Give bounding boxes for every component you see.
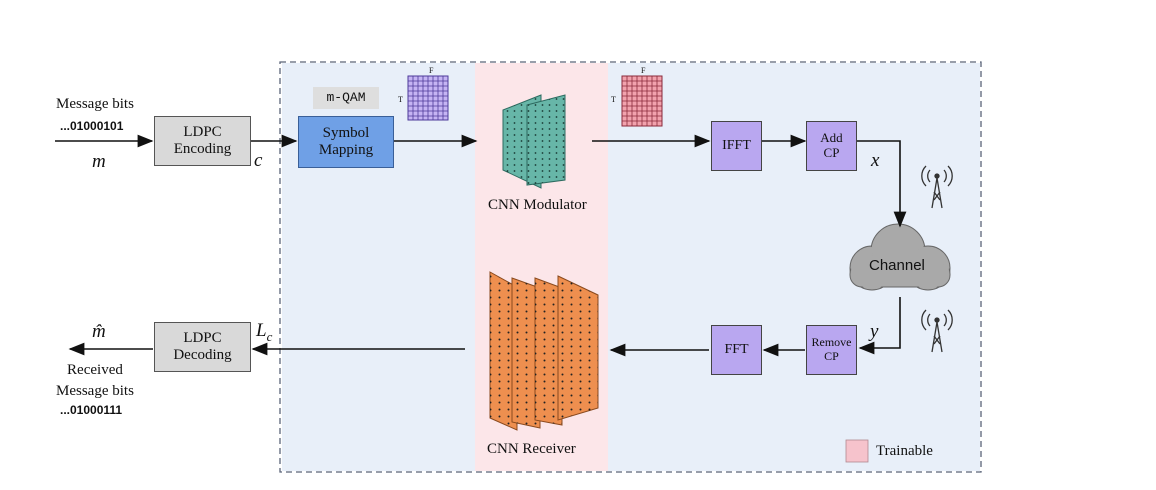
llr-lc-main: L (256, 320, 267, 341)
cnn-receiver-label: CNN Receiver (487, 441, 576, 457)
resource-grid-purple (407, 75, 449, 121)
received-label: Received Message bits (56, 362, 134, 399)
ifft-block: IFFT (711, 121, 762, 171)
codeword-c: c (254, 150, 263, 171)
grid-f-label-purple: F (429, 66, 434, 75)
tx-antenna-icon (921, 165, 953, 209)
cnn-modulator-layers (502, 94, 566, 189)
grid-t-label-purple: T (398, 95, 403, 104)
qam-label: m-QAM (313, 87, 379, 109)
fft-block: FFT (711, 325, 762, 375)
message-bits-label: Message bits (56, 96, 134, 112)
cnn-modulator-label: CNN Modulator (488, 197, 587, 213)
trainable-legend-swatch (845, 439, 869, 463)
system-boundary (279, 61, 982, 473)
rx-bits: ...01000111 (60, 403, 123, 417)
grid-t-label-pink: T (611, 95, 616, 104)
channel-cloud (849, 223, 951, 291)
symbol-mapping-block: Symbol Mapping (298, 116, 394, 168)
rx-symbol-mhat: m̂ (92, 321, 106, 342)
rx-signal-y: y (870, 321, 879, 342)
signal-arrows (55, 134, 907, 357)
ldpc-encoding-block: LDPC Encoding (154, 116, 251, 166)
tx-bits: ...01000101 (60, 119, 124, 133)
tx-signal-x: x (871, 150, 880, 171)
grid-f-label-pink: F (641, 66, 646, 75)
resource-grid-pink (621, 75, 663, 127)
add-cp-block: Add CP (806, 121, 857, 171)
llr-lc: Lc (256, 320, 272, 345)
tx-symbol-m: m (92, 151, 106, 172)
rx-antenna-icon (921, 309, 953, 353)
llr-lc-sub: c (266, 328, 273, 344)
trainable-legend-label: Trainable (876, 443, 933, 459)
channel-label: Channel (869, 257, 925, 274)
remove-cp-block: Remove CP (806, 325, 857, 375)
ldpc-decoding-block: LDPC Decoding (154, 322, 251, 372)
cnn-receiver-layers (489, 271, 599, 431)
